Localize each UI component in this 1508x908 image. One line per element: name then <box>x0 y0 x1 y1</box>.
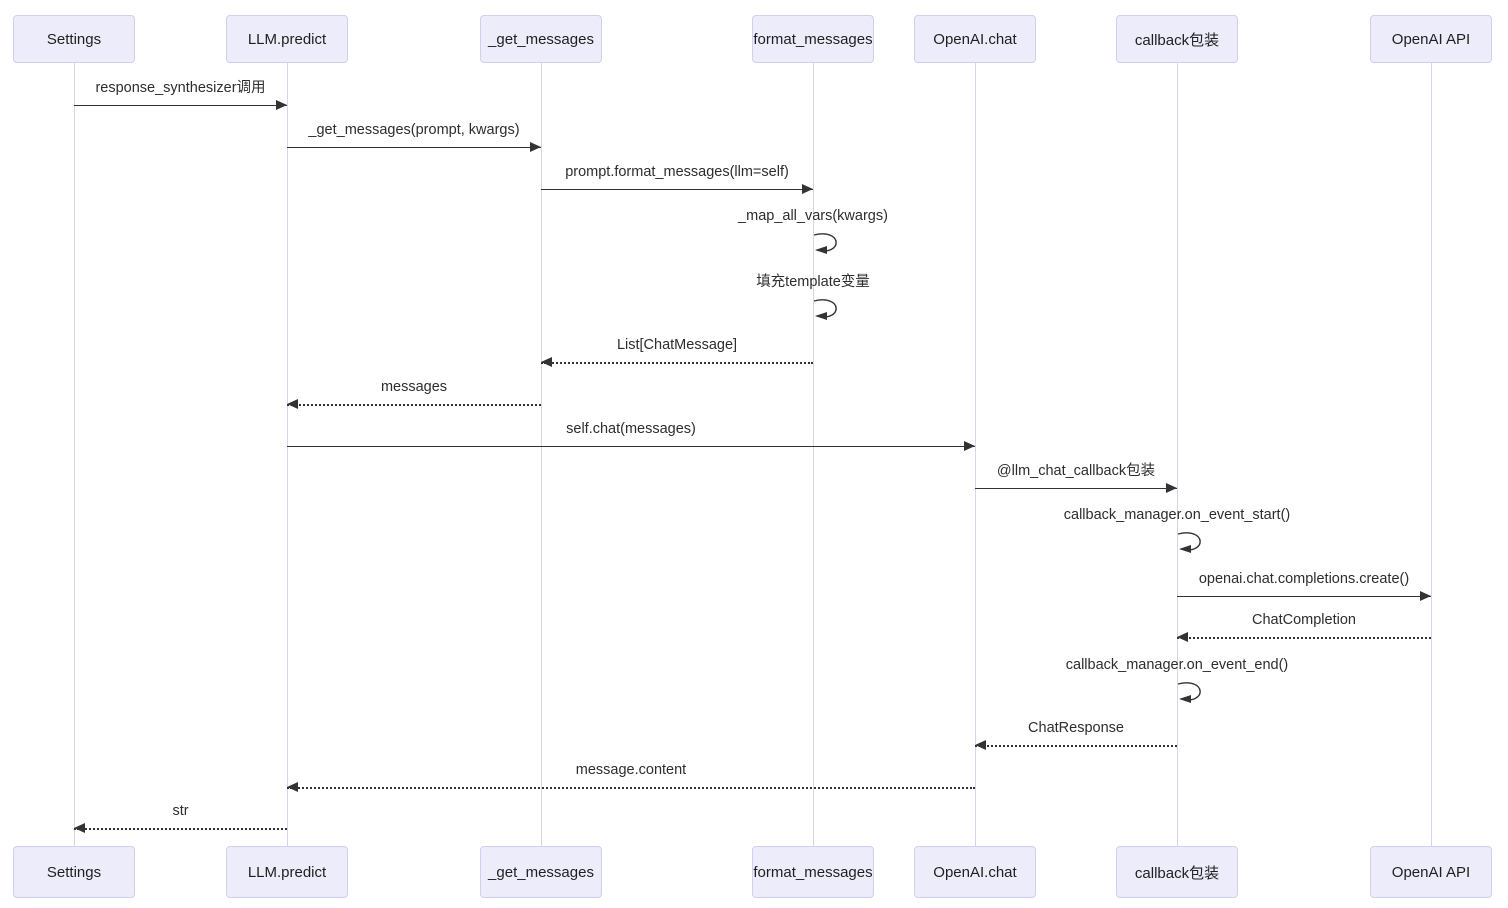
message-line <box>74 105 287 106</box>
actor-top-get-messages: _get_messages <box>480 15 602 63</box>
arrowhead-right-icon <box>530 142 541 152</box>
message-line <box>975 745 1177 747</box>
arrowhead-right-icon <box>1420 591 1431 601</box>
actor-top-openai-chat: OpenAI.chat <box>914 15 1036 63</box>
self-loop-arrow-icon <box>813 231 857 257</box>
lifeline-callback-wrapper <box>1176 63 1178 846</box>
message-label: _get_messages(prompt, kwargs) <box>308 122 520 138</box>
message-line <box>287 147 541 148</box>
lifeline-format-messages <box>812 63 814 846</box>
lifeline-openai-chat <box>974 63 976 846</box>
message-label: List[ChatMessage] <box>616 337 738 353</box>
message-line <box>287 787 975 789</box>
message-label: prompt.format_messages(llm=self) <box>565 164 789 180</box>
lifeline-settings <box>73 63 75 846</box>
message-line <box>74 828 287 830</box>
message-label: @llm_chat_callback包装 <box>996 463 1156 479</box>
message-line <box>975 488 1177 489</box>
arrowhead-right-icon <box>802 184 813 194</box>
message-label: ChatResponse <box>1028 720 1124 736</box>
actor-bottom-openai-api: OpenAI API <box>1370 846 1492 898</box>
actor-top-format-messages: format_messages <box>752 15 874 63</box>
message-label: _map_all_vars(kwargs) <box>738 208 888 224</box>
lifeline-openai-api <box>1430 63 1432 846</box>
actor-top-llm-predict: LLM.predict <box>226 15 348 63</box>
message-label: self.chat(messages) <box>566 421 696 437</box>
lifeline-get-messages <box>540 63 542 846</box>
message-label: callback_manager.on_event_start() <box>1063 507 1291 523</box>
message-line <box>1177 637 1431 639</box>
actor-top-settings: Settings <box>13 15 135 63</box>
arrowhead-left-icon <box>287 782 298 792</box>
message-label: 填充template变量 <box>756 274 870 290</box>
self-loop-arrow-icon <box>1177 530 1221 556</box>
lifeline-llm-predict <box>286 63 288 846</box>
actor-top-callback-wrapper: callback包装 <box>1116 15 1238 63</box>
self-loop-arrow-icon <box>813 297 857 323</box>
message-line <box>541 189 813 190</box>
message-line <box>541 362 813 364</box>
arrowhead-left-icon <box>975 740 986 750</box>
arrowhead-left-icon <box>74 823 85 833</box>
actor-bottom-format-messages: format_messages <box>752 846 874 898</box>
message-label: response_synthesizer调用 <box>95 80 266 96</box>
message-label: ChatCompletion <box>1252 612 1356 628</box>
message-label: messages <box>380 379 448 395</box>
message-line <box>1177 596 1431 597</box>
actor-bottom-openai-chat: OpenAI.chat <box>914 846 1036 898</box>
actor-bottom-llm-predict: LLM.predict <box>226 846 348 898</box>
message-label: callback_manager.on_event_end() <box>1065 657 1289 673</box>
arrowhead-left-icon <box>541 357 552 367</box>
message-label: message.content <box>575 762 687 778</box>
actor-bottom-settings: Settings <box>13 846 135 898</box>
message-label: openai.chat.completions.create() <box>1198 571 1410 587</box>
arrowhead-right-icon <box>276 100 287 110</box>
self-loop-arrow-icon <box>1177 680 1221 706</box>
arrowhead-left-icon <box>287 399 298 409</box>
actor-top-openai-api: OpenAI API <box>1370 15 1492 63</box>
actor-bottom-callback-wrapper: callback包装 <box>1116 846 1238 898</box>
message-line <box>287 404 541 406</box>
message-line <box>287 446 975 447</box>
actor-bottom-get-messages: _get_messages <box>480 846 602 898</box>
arrowhead-left-icon <box>1177 632 1188 642</box>
arrowhead-right-icon <box>964 441 975 451</box>
arrowhead-right-icon <box>1166 483 1177 493</box>
message-label: str <box>172 803 189 819</box>
